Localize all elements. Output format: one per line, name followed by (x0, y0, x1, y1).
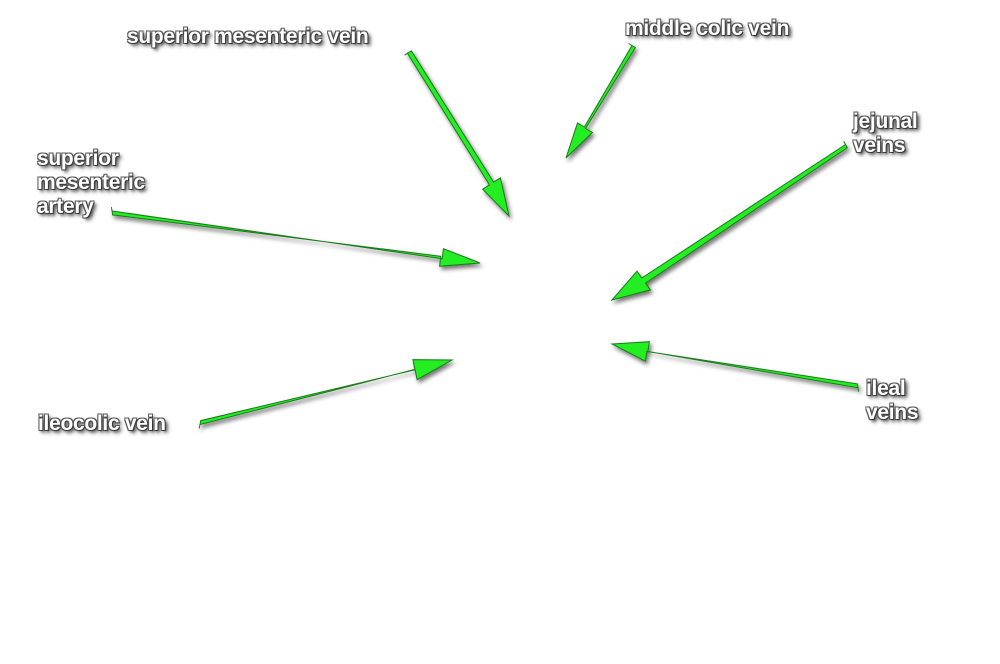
label-superior-mesenteric-artery: superior mesenteric artery (37, 147, 145, 218)
label-middle-colic-vein: middle colic vein (625, 17, 790, 40)
arrow-superior-mesenteric-artery (110, 207, 481, 267)
label-superior-mesenteric-vein: superior mesenteric vein (127, 25, 369, 48)
label-jejunal-veins: jejunal veins (853, 110, 918, 157)
arrow-ileocolic-vein (198, 359, 454, 429)
label-ileal-veins: ileal veins (866, 377, 919, 424)
label-ileocolic-vein: ileocolic vein (38, 412, 166, 435)
arrow-superior-mesenteric-vein (404, 50, 510, 218)
arrow-middle-colic-vein (565, 43, 637, 159)
arrow-ileal-veins (610, 341, 860, 392)
arrow-jejunal-veins (610, 141, 848, 301)
